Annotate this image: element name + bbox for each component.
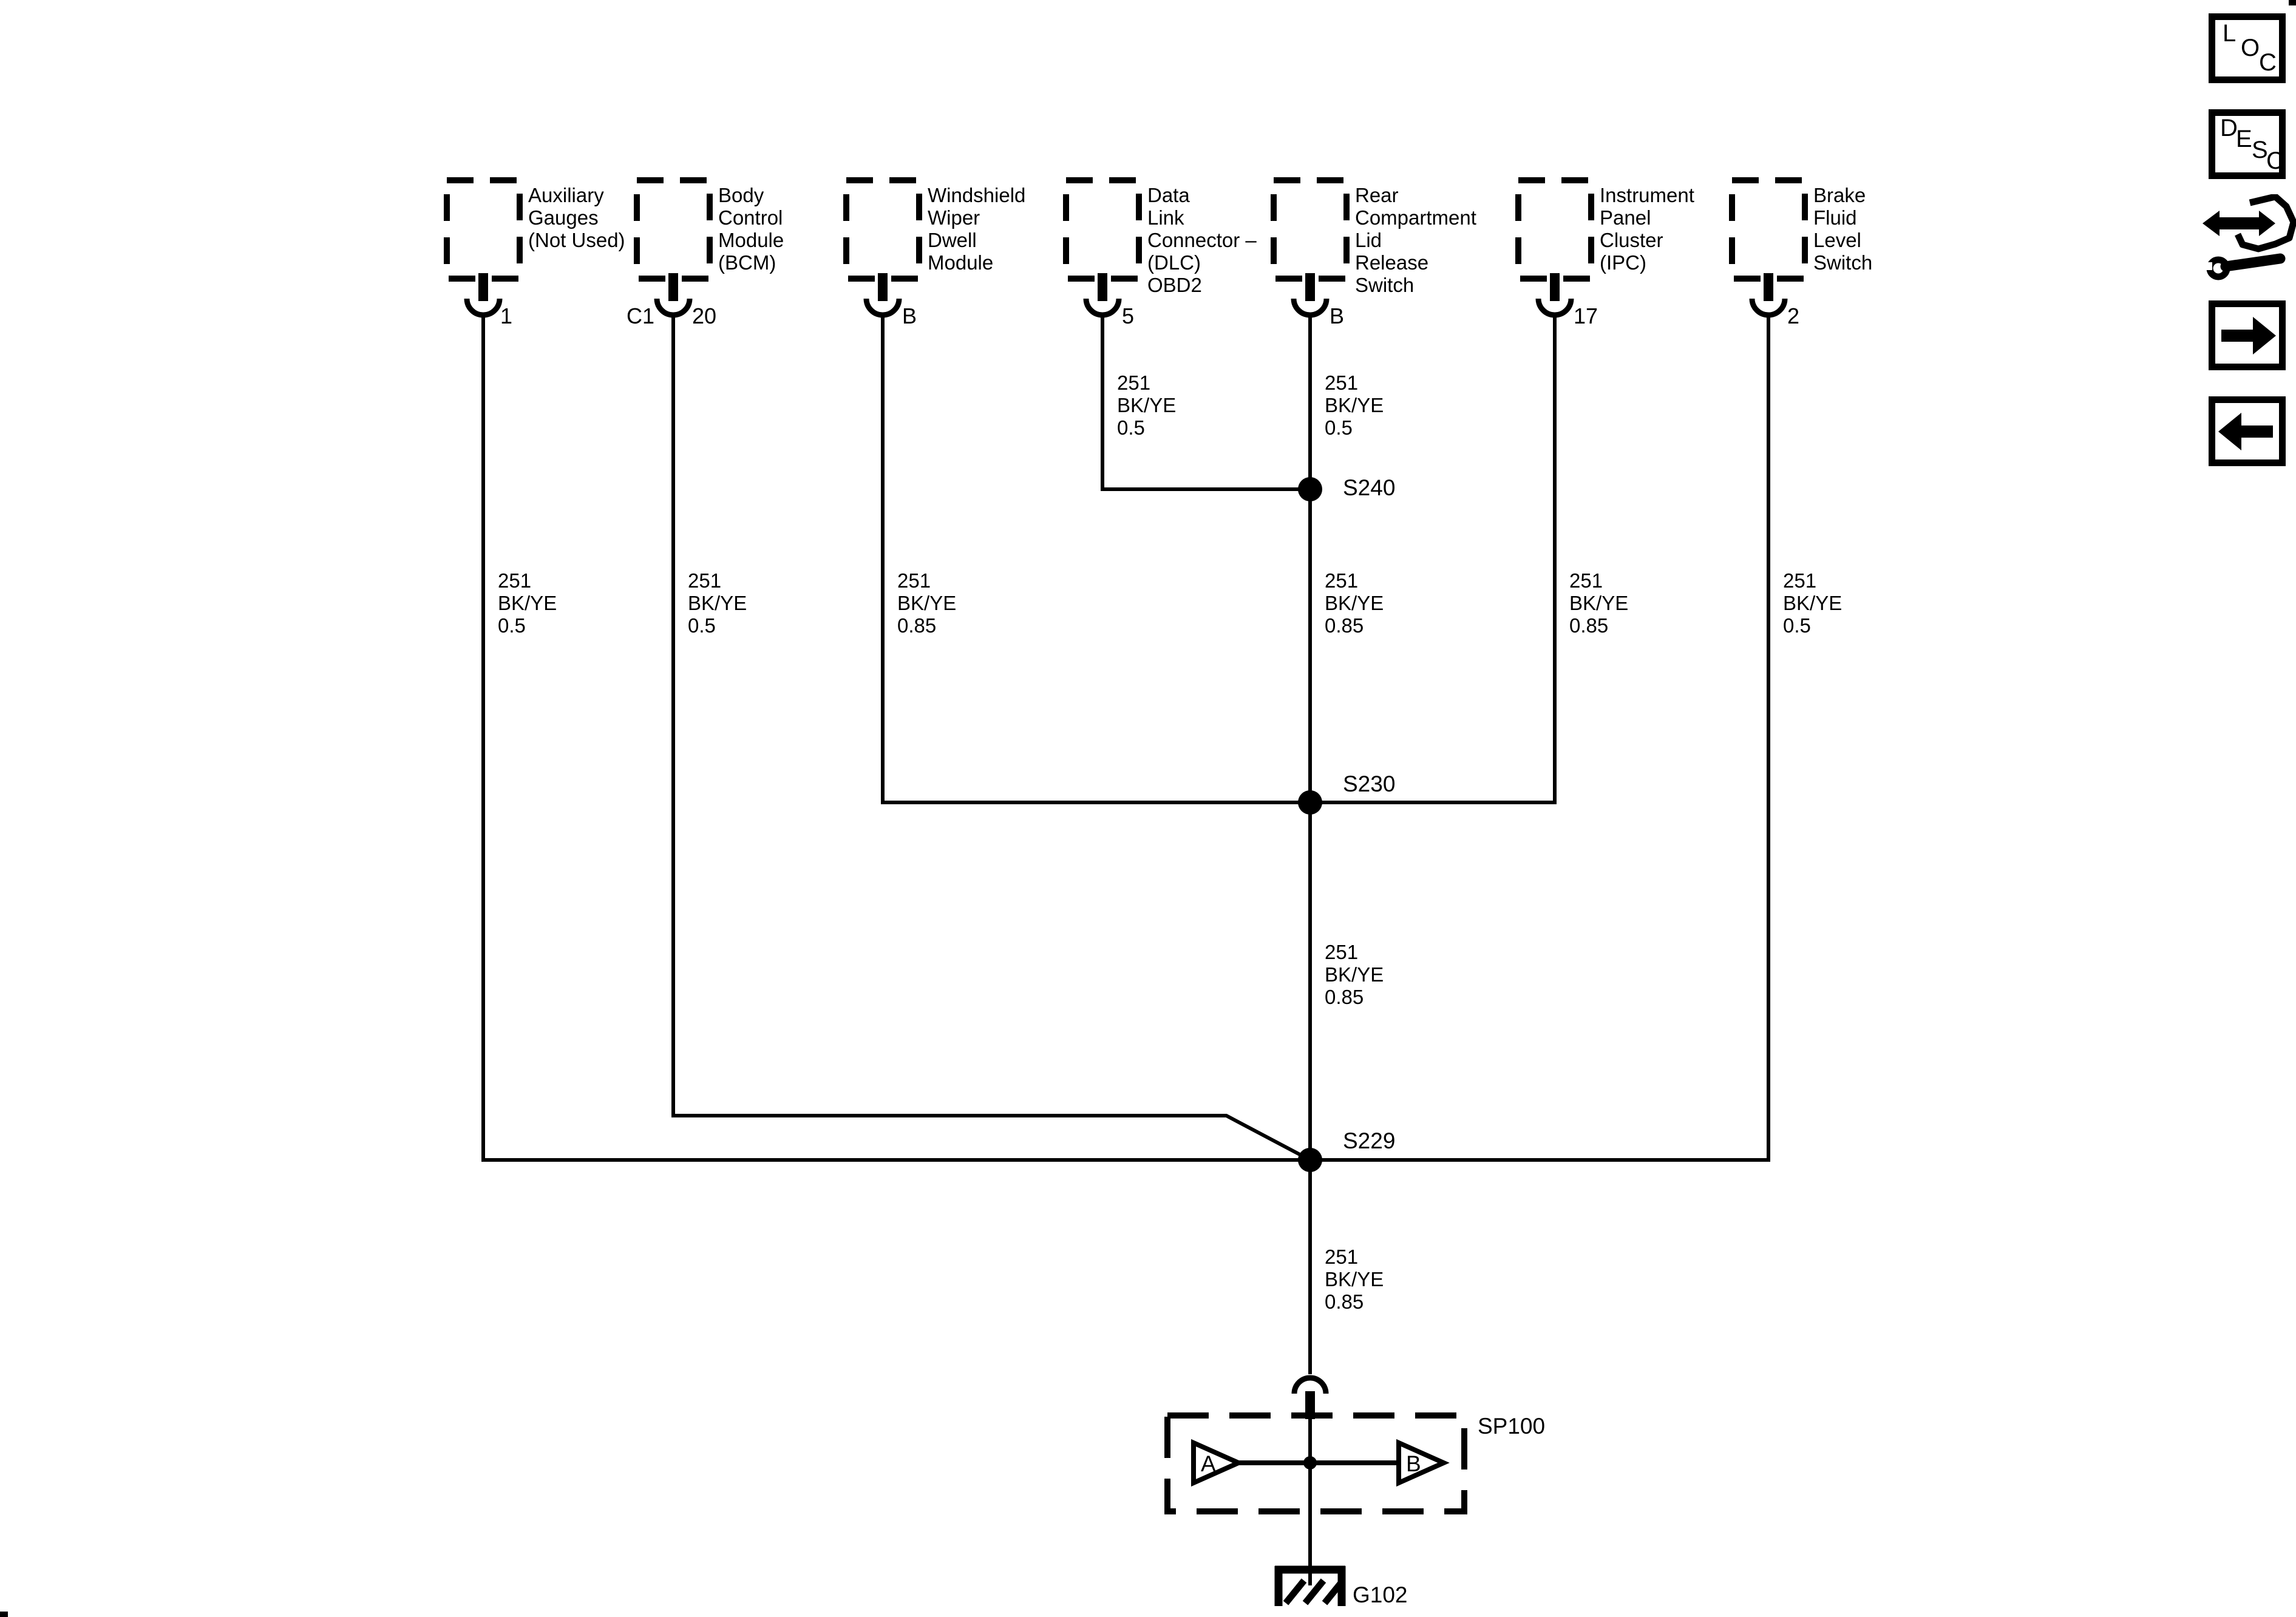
wrench-jaw-gap [2201, 262, 2212, 270]
pin-label-bcm: 20 [692, 303, 717, 328]
component-box-auxiliary-gauges[interactable] [444, 177, 523, 282]
wire-dlc [1101, 315, 1310, 491]
corner-mark-top-right [2289, 0, 2296, 5]
loc-letter-l: L [2223, 20, 2237, 47]
connector-pins [464, 273, 1788, 318]
loc-letter-c: C [2259, 49, 2277, 76]
wire-label-ipc: 251 BK/YE 0.85 [1569, 569, 1629, 637]
pin-label-brake: 2 [1787, 303, 1800, 328]
component-label-wiper-dwell-module: Windshield Wiper Dwell Module [928, 184, 1026, 274]
wrench-handle [2220, 253, 2286, 272]
sp100-terminal-b-label: B [1406, 1451, 1421, 1476]
sp100-terminal-a-triangle [1191, 1439, 1245, 1487]
component-box-brake-fluid-switch[interactable] [1729, 177, 1808, 282]
component-label-auxiliary-gauges: Auxiliary Gauges (Not Used) [528, 184, 625, 251]
right-arrow-icon [2221, 317, 2276, 354]
splice-dot-s230 [1298, 790, 1322, 815]
corner-mark-bottom-left [0, 1612, 8, 1617]
pin-label-wiper: B [902, 303, 917, 328]
component-label-rear-lid-switch: Rear Compartment Lid Release Switch [1355, 184, 1476, 296]
sp100-splice-pack [1164, 1375, 1467, 1514]
pin-label-rear-lid: B [1330, 303, 1345, 328]
wire-label-bcm: 251 BK/YE 0.5 [688, 569, 747, 637]
pin-stubs [478, 273, 1773, 301]
splice-dots [1298, 477, 1322, 1172]
wire-wiper-module [881, 315, 1310, 804]
pin-label-dlc: 5 [1122, 303, 1135, 328]
sp100-junction-dot [1303, 1456, 1317, 1470]
wires [481, 315, 1770, 1585]
wire-aux-gauges [481, 315, 1310, 1162]
sp100-terminal-a-label: A [1201, 1451, 1216, 1476]
wire-bcm [671, 315, 1311, 1162]
wire-label-dlc: 251 BK/YE 0.5 [1117, 371, 1177, 439]
splice-pack-label-sp100: SP100 [1478, 1414, 1546, 1439]
pin-label-aux: 1 [500, 303, 513, 328]
wire-ipc [1310, 315, 1557, 804]
hand-wrench-icon[interactable] [2201, 193, 2296, 282]
pin-cups [464, 298, 1788, 318]
double-arrow-icon [2203, 211, 2275, 236]
wire-label-trunk-below-s230: 251 BK/YE 0.85 [1325, 941, 1384, 1008]
wire-label-brake: 251 BK/YE 0.5 [1783, 569, 1843, 637]
wire-label-aux: 251 BK/YE 0.5 [498, 569, 557, 637]
splice-label-s229: S229 [1343, 1128, 1396, 1153]
splice-label-s230: S230 [1343, 771, 1396, 796]
sp100-terminal-b-triangle [1396, 1439, 1450, 1487]
component-box-dlc[interactable] [1063, 177, 1142, 282]
desc-letter-s: S [2252, 137, 2268, 163]
wire-label-wiper: 251 BK/YE 0.85 [897, 569, 957, 637]
wire-label-trunk-below-s229: 251 BK/YE 0.85 [1325, 1246, 1384, 1313]
component-box-wiper-dwell-module[interactable] [843, 177, 922, 282]
desc-button[interactable]: D E S C [2209, 109, 2286, 179]
splice-dot-s240 [1298, 477, 1322, 501]
loc-button[interactable]: L O C [2209, 13, 2286, 83]
sp100-connector-arc [1291, 1375, 1329, 1394]
wire-brake-switch [1310, 315, 1770, 1162]
wire-label-trunk-below-s240: 251 BK/YE 0.85 [1325, 569, 1384, 637]
splice-dot-s229 [1298, 1148, 1322, 1172]
back-arrow-button[interactable] [2209, 396, 2286, 466]
component-label-dlc: Data Link Connector – (DLC) OBD2 [1147, 184, 1257, 296]
connector-label-bcm-c1: C1 [626, 303, 654, 328]
component-box-bcm[interactable] [634, 177, 713, 282]
splice-label-s240: S240 [1343, 475, 1396, 500]
forward-arrow-button[interactable] [2209, 300, 2286, 370]
ground-label-g102: G102 [1353, 1582, 1408, 1607]
left-arrow-icon [2218, 413, 2273, 450]
component-box-rear-lid-switch[interactable] [1271, 177, 1350, 282]
component-label-ipc: Instrument Panel Cluster (IPC) [1600, 184, 1694, 274]
component-label-bcm: Body Control Module (BCM) [718, 184, 784, 274]
loc-letter-o: O [2241, 35, 2260, 61]
component-box-ipc[interactable] [1515, 177, 1594, 282]
ground-symbol [1274, 1565, 1346, 1606]
sp100-box[interactable] [1164, 1412, 1467, 1514]
wire-label-rear-lid: 251 BK/YE 0.5 [1325, 371, 1384, 439]
desc-letter-d: D [2220, 115, 2238, 141]
desc-letter-e: E [2236, 126, 2252, 152]
pin-label-ipc: 17 [1574, 303, 1598, 328]
glove-outline [2235, 193, 2296, 253]
component-label-brake-fluid-switch: Brake Fluid Level Switch [1813, 184, 1873, 274]
desc-letter-c: C [2266, 147, 2284, 174]
